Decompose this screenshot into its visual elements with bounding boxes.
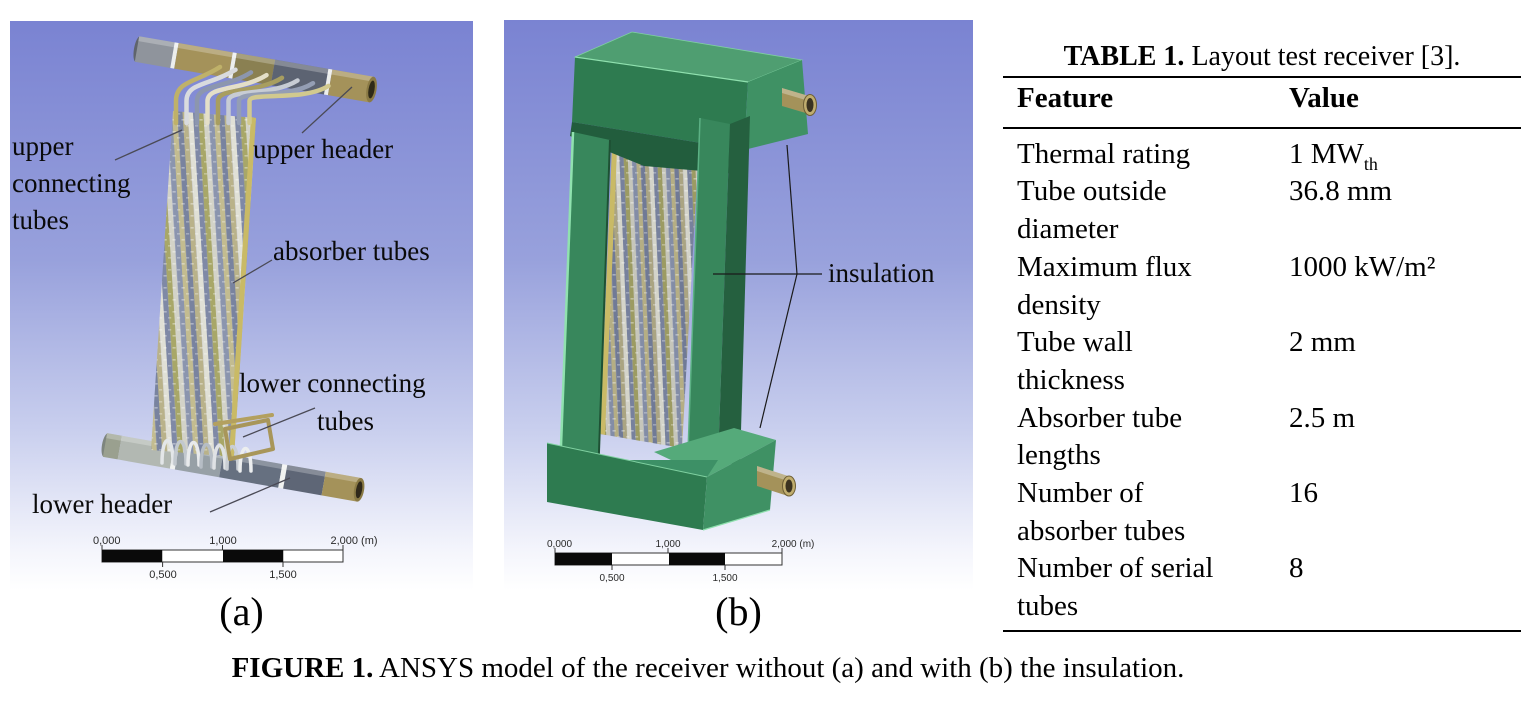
table-row: Maximum flux density 1000 kW/m² [1003,249,1521,324]
figure-caption-bold: FIGURE 1. [231,652,374,684]
insulation-left-column [558,131,611,481]
panel-a-render: upper connecting tubes upper header abso… [10,21,473,590]
bundle-gold-edge [229,117,256,457]
upper-connecting-tubes [173,64,331,126]
label-lower-connecting-line2: tubes [317,406,374,436]
lower-brass-rail [213,413,274,426]
feature-cell: Absorber tube lengths [1017,401,1183,472]
feature-cell: Number of serial tubes [1017,552,1214,623]
scale-b-0: 0,000 [547,539,572,550]
label-upper-header: upper header [253,134,393,164]
value-cell: 1000 kW/m² [1289,250,1436,283]
feature-cell: Number of absorber tubes [1017,476,1186,547]
scale-a-2000: 2,000 (m) [330,535,377,547]
value-subscript: th [1363,153,1378,174]
leader-absorber-tubes [232,259,273,284]
feature-cell: Tube wall thickness [1017,326,1133,396]
panel-a-leader-lines [114,86,353,513]
table-header-row: Feature Value [1003,76,1521,129]
feature-cell: Thermal rating [1017,137,1191,170]
column-header-value: Value [1289,76,1521,129]
table-title-rest: Layout test receiver [3]. [1184,41,1461,72]
panel-a-scale-bar: 0,000 1,000 2,000 (m) 0,500 1,500 [93,535,378,581]
value-cell: 36.8 mm [1289,175,1393,208]
leader-insulation-top [786,144,798,275]
value-cell: 16 [1289,476,1318,509]
table-row: Absorber tube lengths 2.5 m [1003,400,1521,475]
table-row: Tube wall thickness 2 mm [1003,324,1521,399]
scale-b-1000: 1,000 [655,539,680,550]
label-insulation: insulation [828,258,935,288]
panel-b-scale-bar: 0,000 1,000 2,000 (m) 0,500 1,500 [547,539,814,584]
value-cell: 2.5 m [1289,401,1356,434]
insulation-right-column [687,116,750,466]
panel-a-tag: (a) [219,589,264,634]
table-1: TABLE 1. Layout test receiver [3]. Featu… [1003,41,1521,632]
leader-upper-header [301,86,353,134]
label-upper-connecting-line3: tubes [12,205,69,235]
insulation-bottom-box [546,428,796,531]
leader-upper-connecting [114,129,183,161]
table-row: Thermal rating 1 MWth [1003,128,1521,174]
insulated-tube-bundle [600,148,698,448]
scale-b-500: 0,500 [599,573,624,584]
table-row: Number of serial tubes 8 [1003,550,1521,630]
label-lower-connecting-line1: lower connecting [239,368,426,398]
label-absorber-tubes: absorber tubes [273,236,430,266]
feature-cell: Maximum flux density [1017,250,1192,321]
scale-a-0: 0,000 [93,535,121,547]
label-upper-connecting-line1: upper [12,131,73,161]
table-row: Number of absorber tubes 16 [1003,475,1521,550]
scale-a-1500: 1,500 [269,569,297,581]
panel-b-leader-lines [713,144,822,429]
scale-b-2000: 2,000 (m) [772,539,815,550]
value-cell: 2 mm [1289,326,1356,359]
value-cell: 1 MWth [1289,128,1521,174]
scale-b-1500: 1,500 [712,573,737,584]
lower-connecting-tubes [160,413,275,473]
figure-caption: FIGURE 1. ANSYS model of the receiver wi… [228,652,1188,685]
table-row: Tube outside diameter 36.8 mm [1003,173,1521,248]
label-lower-header: lower header [32,489,172,519]
leader-lower-connecting [242,407,316,438]
label-upper-connecting-line2: connecting [12,168,130,198]
table-title: TABLE 1. Layout test receiver [3]. [1003,41,1521,73]
scale-a-500: 0,500 [149,569,177,581]
upper-header-tube [133,36,377,103]
figure-caption-text: ANSYS model of the receiver without (a) … [373,652,1185,684]
value-text: 1 MW [1289,137,1364,170]
absorber-tube-bundle [151,111,256,457]
scale-a-1000: 1,000 [209,535,237,547]
table-title-bold: TABLE 1. [1063,41,1185,72]
upper-outlet-pipe [782,88,817,116]
panel-b-render: insulation 0,000 1,000 2,000 (m) 0,500 1… [504,20,973,590]
layout-test-receiver-table: Feature Value Thermal rating 1 MWth Tube… [1003,75,1521,632]
panel-b-tag: (b) [715,589,762,634]
value-cell: 8 [1289,552,1304,585]
leader-insulation-bottom [759,273,798,429]
lower-brass-frame [223,418,275,461]
leader-lower-header [209,477,291,513]
lower-outlet-pipe [757,466,796,497]
column-header-feature: Feature [1003,76,1289,129]
feature-cell: Tube outside diameter [1017,175,1167,246]
